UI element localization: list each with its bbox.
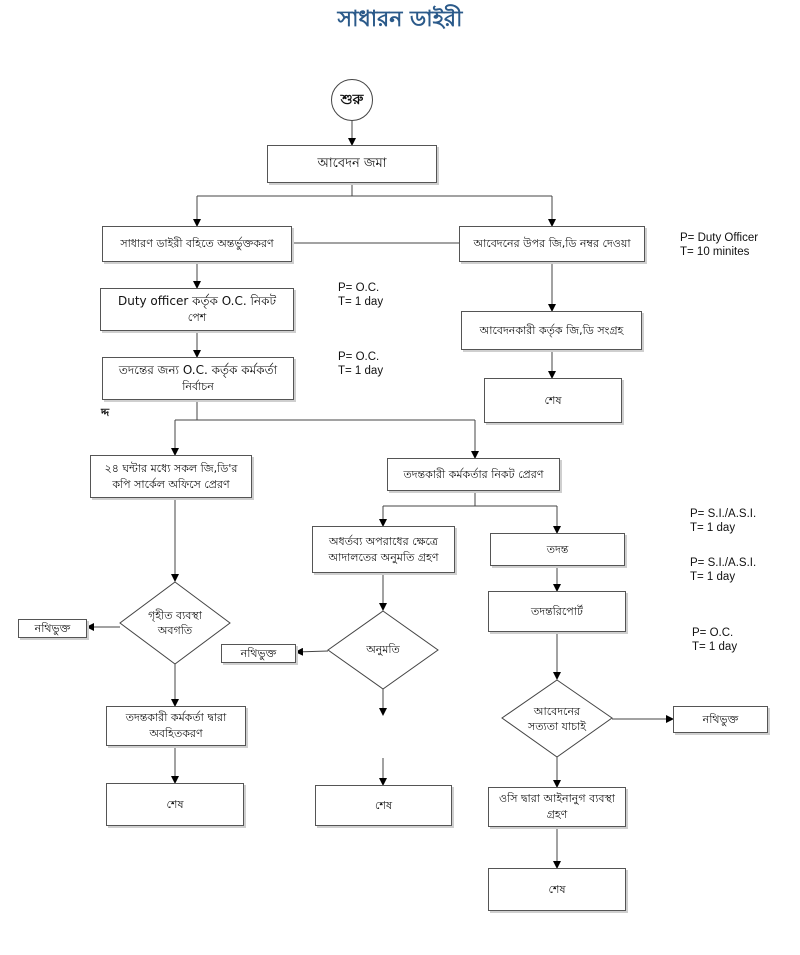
node-collect-label: আবেদনকারী কর্তৃক জি,ডি সংগ্রহ — [479, 323, 624, 337]
node-register: সাধারণ ডাইরী বহিতে অন্তর্ভুক্তকরণ — [102, 226, 292, 262]
node-report: তদন্তরিপোর্ট — [488, 591, 626, 632]
node-select-officer-line1: তদন্তের জন্য O.C. কর্তৃক কর্মকর্তা — [118, 362, 278, 377]
node-end-bottom-label: শেষ — [548, 882, 566, 896]
decision-permission-diamond — [327, 610, 439, 690]
node-end-mid: শেষ — [315, 785, 452, 826]
decision-action-label: গৃহীত ব্যবস্থা অবগতি — [130, 600, 220, 646]
node-end-left: শেষ — [106, 783, 244, 826]
node-end-bottom: শেষ — [488, 868, 626, 911]
note-select-officer-t: T= 1 day — [338, 365, 384, 378]
note-investigation-t: T= 1 day — [690, 522, 736, 535]
start-node: শুরু — [331, 79, 373, 121]
node-duty-to-oc: Duty officer কর্তৃক O.C. নিকট পেশ — [100, 288, 294, 331]
note-duty-to-oc-t: T= 1 day — [338, 296, 384, 309]
node-end-right-label: শেষ — [544, 393, 562, 407]
node-submit: আবেদন জমা — [267, 145, 437, 183]
node-send-io: তদন্তকারী কর্মকর্তার নিকট প্রেরণ — [387, 458, 560, 491]
node-select-officer-line2: নির্বাচন — [182, 380, 214, 394]
decision-permission-label: অনুমতি — [340, 638, 426, 662]
node-circle-office-line2: কপি সার্কেল অফিসে প্রেরণ — [112, 477, 230, 491]
note-duty-to-oc-p: P= O.C. — [338, 282, 380, 294]
node-legal-action-line2: গ্রহণ — [546, 808, 568, 821]
node-court-permission-line2: আদালতের অনুমতি গ্রহণ — [328, 550, 439, 564]
decision-verify-line1: আবেদনের — [533, 704, 581, 718]
diagram-title: সাধারন ডাইরী — [337, 7, 463, 32]
node-report-label: তদন্তরিপোর্ট — [531, 604, 583, 618]
node-filed-mid: নথিভুক্ত — [221, 644, 296, 663]
node-filed-mid-label: নথিভুক্ত — [240, 646, 277, 660]
note-verify: P= O.C. T= 1 day — [692, 626, 737, 655]
node-duty-to-oc-line2: পেশ — [187, 311, 207, 325]
decision-permission-text: অনুমতি — [366, 643, 400, 657]
note-gd-number: P= Duty Officer T= 10 minites — [680, 231, 758, 260]
node-inform-line2: অবহিতকরণ — [149, 727, 203, 740]
note-select-officer: P= O.C. T= 1 day — [338, 350, 383, 379]
decision-verify-label: আবেদনের সত্যতা যাচাই — [507, 696, 607, 742]
node-end-right: শেষ — [484, 378, 622, 423]
node-gd-number-label: আবেদনের উপর জি,ডি নম্বর দেওয়া — [473, 237, 631, 251]
note-verify-p: P= O.C. — [692, 627, 734, 639]
node-court-permission: অধর্তব্য অপরাধের ক্ষেত্রে আদালতের অনুমতি… — [312, 526, 455, 573]
node-investigation-label: তদন্ত — [546, 542, 569, 556]
note-select-officer-p: P= O.C. — [338, 351, 380, 363]
decision-action-line2: অবগতি — [157, 624, 193, 637]
node-filed-right-label: নথিভুক্ত — [702, 712, 739, 726]
node-filed-left-label: নথিভুক্ত — [34, 621, 71, 635]
note-report: P= S.I./A.S.I. T= 1 day — [690, 556, 756, 585]
note-duty-to-oc: P= O.C. T= 1 day — [338, 281, 383, 310]
decision-verify-line2: সত্যতা যাচাই — [527, 720, 587, 733]
stray-mark: দ্দ — [101, 406, 110, 419]
node-circle-office-line1: ২৪ ঘন্টার মধ্যে সকল জি,ডি'র — [104, 461, 238, 475]
note-report-p: P= S.I./A.S.I. — [690, 557, 757, 569]
node-inform-line1: তদন্তকারী কর্মকর্তা দ্বারা — [125, 711, 227, 725]
node-submit-label: আবেদন জমা — [317, 155, 387, 171]
note-verify-t: T= 1 day — [692, 641, 738, 654]
note-report-t: T= 1 day — [690, 571, 736, 584]
node-duty-to-oc-line1: Duty officer কর্তৃক O.C. নিকট — [117, 293, 277, 308]
node-gd-number: আবেদনের উপর জি,ডি নম্বর দেওয়া — [459, 226, 645, 262]
decision-action-diamond — [119, 581, 231, 665]
node-court-permission-line1: অধর্তব্য অপরাধের ক্ষেত্রে — [329, 534, 438, 548]
note-gd-number-p: P= Duty Officer — [680, 232, 759, 244]
node-legal-action-line1: ওসি দ্বারা আইনানুগ ব্যবস্থা — [499, 792, 615, 806]
node-register-label: সাধারণ ডাইরী বহিতে অন্তর্ভুক্তকরণ — [120, 237, 274, 251]
node-end-left-label: শেষ — [166, 797, 184, 811]
node-investigation: তদন্ত — [490, 533, 625, 566]
note-investigation-p: P= S.I./A.S.I. — [690, 508, 757, 520]
node-filed-left: নথিভুক্ত — [18, 619, 87, 638]
note-investigation: P= S.I./A.S.I. T= 1 day — [690, 507, 756, 536]
node-legal-action: ওসি দ্বারা আইনানুগ ব্যবস্থা গ্রহণ — [488, 787, 626, 827]
node-select-officer: তদন্তের জন্য O.C. কর্তৃক কর্মকর্তা নির্ব… — [102, 357, 294, 400]
node-end-mid-label: শেষ — [374, 798, 393, 812]
note-gd-number-t: T= 10 minites — [680, 246, 750, 259]
node-inform: তদন্তকারী কর্মকর্তা দ্বারা অবহিতকরণ — [106, 706, 246, 746]
node-send-io-label: তদন্তকারী কর্মকর্তার নিকট প্রেরণ — [403, 467, 544, 481]
node-filed-right: নথিভুক্ত — [673, 706, 768, 733]
node-circle-office: ২৪ ঘন্টার মধ্যে সকল জি,ডি'র কপি সার্কেল … — [90, 455, 252, 498]
decision-action-line1: গৃহীত ব্যবস্থা — [148, 608, 202, 622]
node-collect: আবেদনকারী কর্তৃক জি,ডি সংগ্রহ — [461, 311, 642, 350]
decision-verify-diamond — [501, 679, 613, 758]
